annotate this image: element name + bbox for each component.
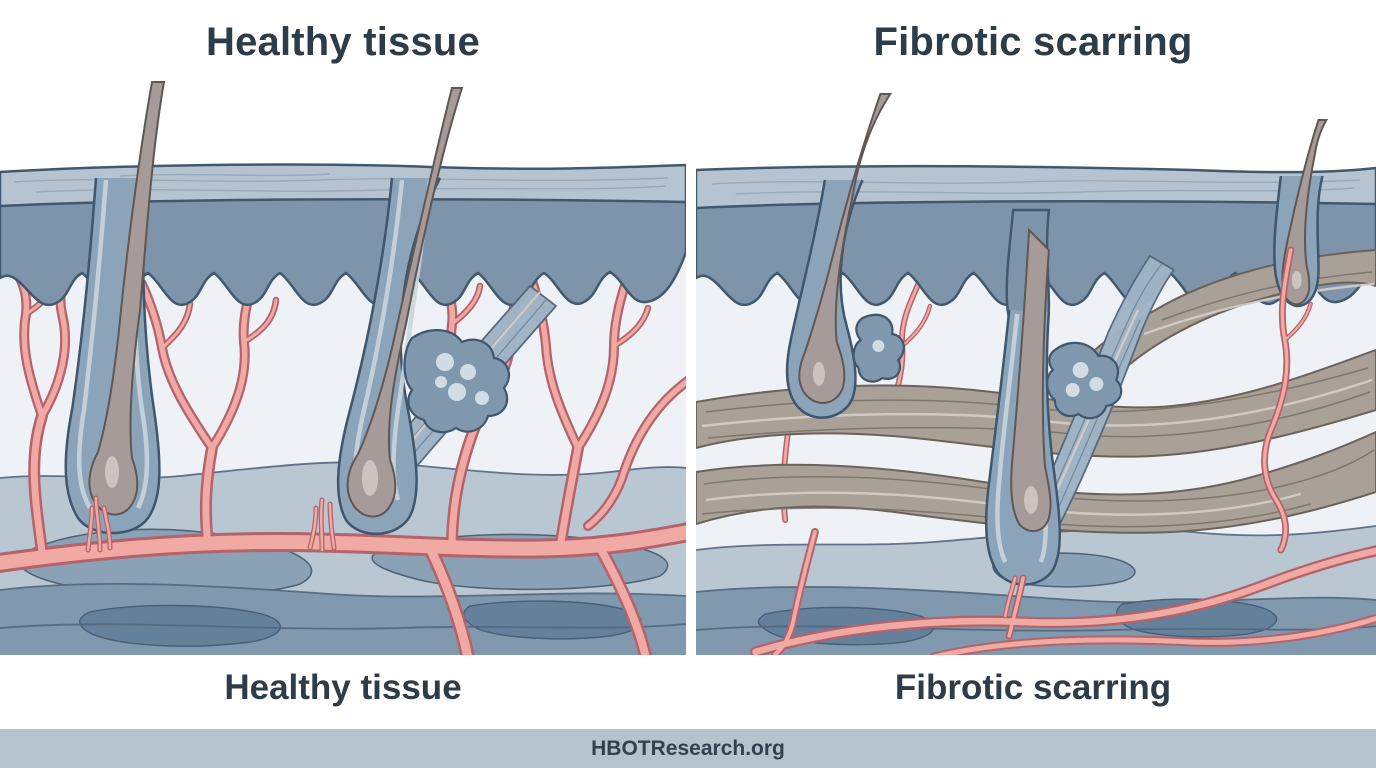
- panel-title-healthy: Healthy tissue: [205, 20, 480, 64]
- hair-shaft-left: [798, 93, 893, 404]
- healthy-tissue-illustration: [0, 81, 686, 655]
- footer-site-name: HBOTResearch.org: [591, 736, 785, 760]
- panel-title-fibrotic: Fibrotic scarring: [873, 20, 1193, 64]
- footer-bar: HBOTResearch.org: [0, 729, 1376, 768]
- hair-shaft-right: [346, 87, 464, 518]
- panel-caption-fibrotic: Fibrotic scarring: [894, 668, 1172, 707]
- panel-caption-healthy: Healthy tissue: [224, 668, 462, 707]
- atrophied-follicle-center: [984, 208, 1062, 586]
- sebaceous-gland: [403, 329, 511, 434]
- atrophied-follicle-right: [1273, 119, 1329, 308]
- hair-shaft-left: [88, 81, 166, 516]
- fibrotic-scarring-illustration: [696, 93, 1376, 655]
- sebaceous-gland-remnant: [1046, 341, 1123, 420]
